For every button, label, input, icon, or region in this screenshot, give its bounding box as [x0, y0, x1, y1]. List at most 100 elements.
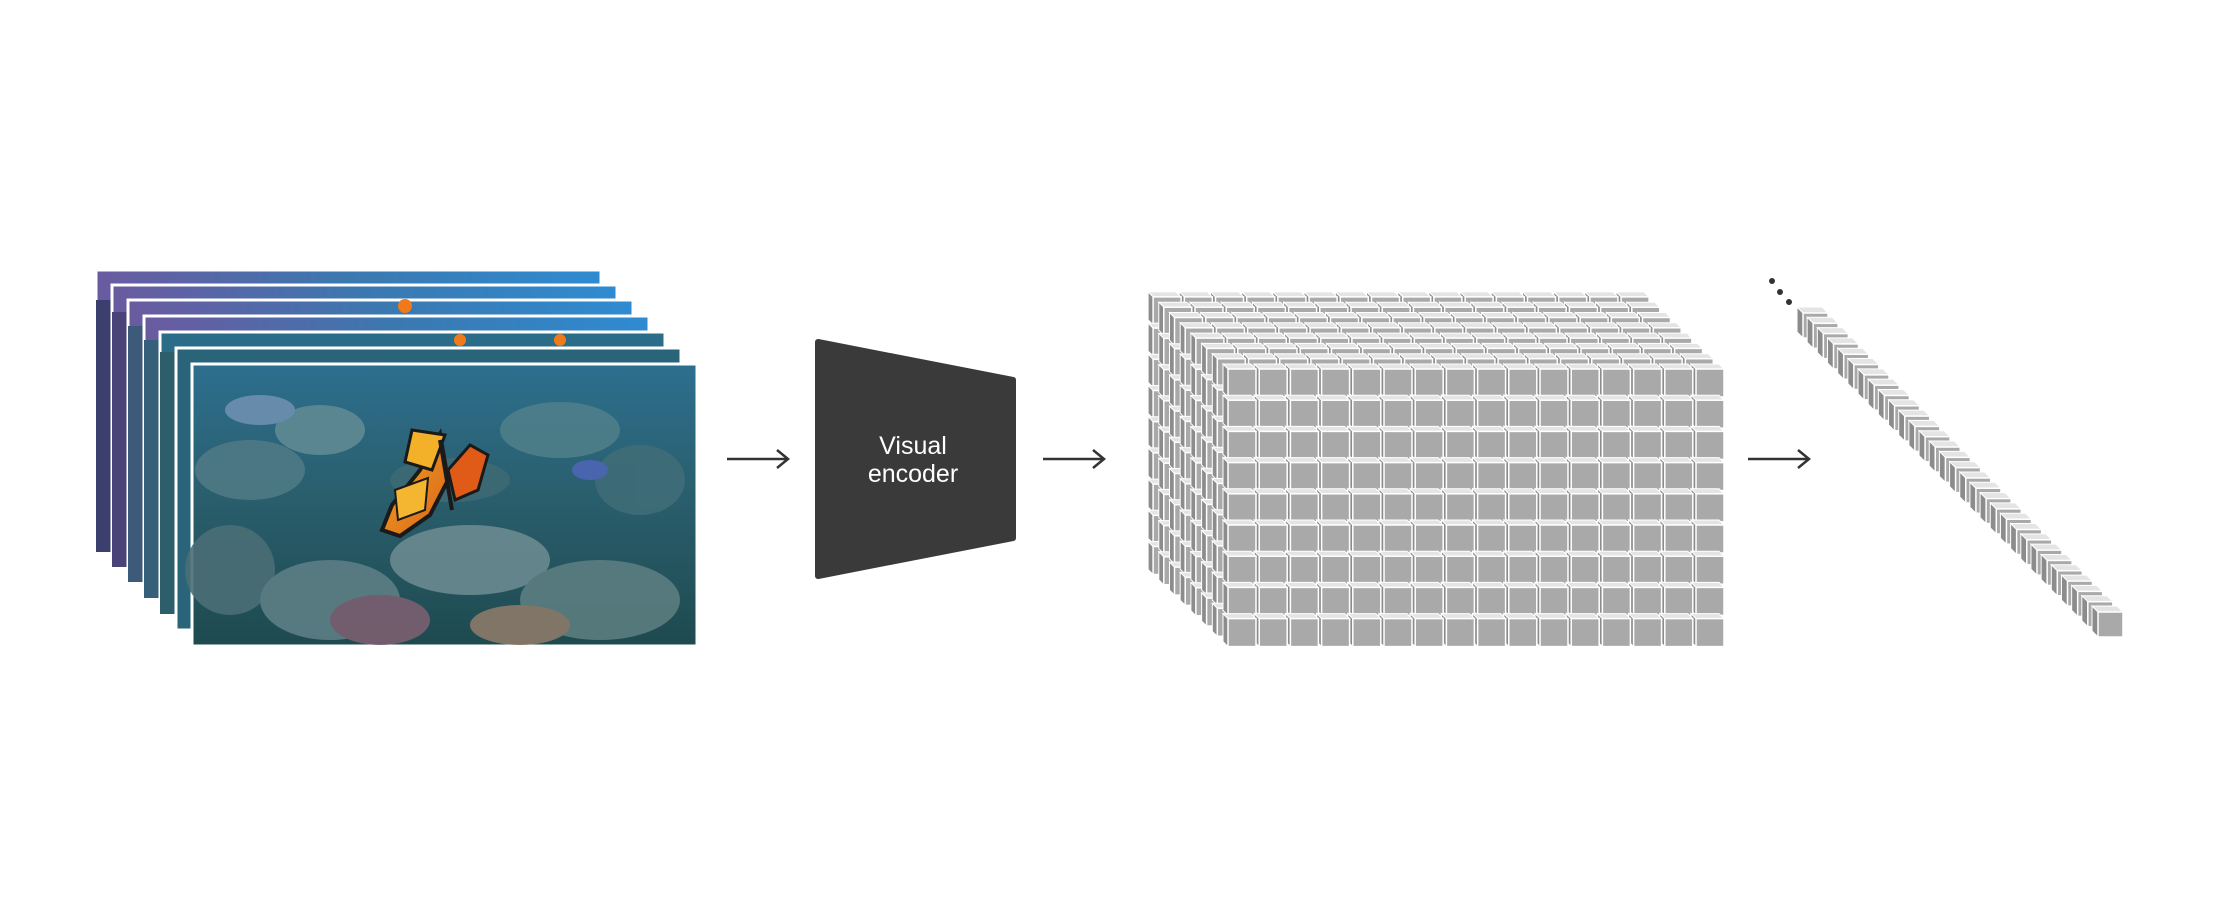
- visual-encoder-block: Visual encoder: [815, 339, 1016, 579]
- token-cube: [1377, 425, 1414, 461]
- butterfly-icon: [379, 428, 490, 539]
- token-cube: [1315, 487, 1351, 524]
- token-cube: [1533, 456, 1570, 492]
- token-cube: [1315, 518, 1351, 555]
- token-cube: [1315, 425, 1351, 461]
- token-cube: [1533, 581, 1570, 617]
- token-cube: [1689, 518, 1726, 555]
- token-cube: [1440, 425, 1476, 461]
- token-cube: [1627, 612, 1663, 648]
- token-cube: [1252, 612, 1289, 648]
- token-cube: [1377, 393, 1414, 430]
- token-cube: [1408, 612, 1445, 648]
- token-cube: [1471, 362, 1507, 399]
- coral-reef: [185, 395, 685, 645]
- token-cube: [1689, 581, 1726, 617]
- token-cube: [1596, 362, 1632, 399]
- token-cube: [1627, 549, 1663, 586]
- token-cube: [1346, 425, 1383, 461]
- token-cube: [1408, 362, 1445, 399]
- token-cube: [1408, 518, 1445, 555]
- token-cube: [1346, 393, 1383, 430]
- token-cube: [1658, 362, 1695, 399]
- fish-icon: [554, 334, 566, 346]
- token-cube: [1502, 487, 1539, 524]
- token-cube: [1627, 425, 1663, 461]
- token-cube: [1377, 612, 1414, 648]
- token-cube: [1346, 518, 1383, 555]
- token-cube: [1221, 549, 1258, 586]
- token-cube: [1377, 549, 1414, 586]
- token-cube: [1658, 518, 1695, 555]
- flattened-token-sequence: [1795, 305, 2125, 639]
- token-cube: [1315, 393, 1351, 430]
- token-cube: [1658, 612, 1695, 648]
- token-cube: [1252, 581, 1289, 617]
- token-cube: [1596, 425, 1632, 461]
- token-cube: [1284, 362, 1320, 399]
- encoder-label-line2: encoder: [868, 460, 958, 488]
- token-cube: [1658, 425, 1695, 461]
- token-cube: [1346, 456, 1383, 492]
- token-cube: [1689, 612, 1726, 648]
- token-cube: [1471, 549, 1507, 586]
- token-cube: [1596, 581, 1632, 617]
- token-cube: [1658, 456, 1695, 492]
- token-cube: [1252, 393, 1289, 430]
- token-cube: [1408, 425, 1445, 461]
- token-cube: [1533, 362, 1570, 399]
- token-cube: [1346, 487, 1383, 524]
- token-cube: [1689, 549, 1726, 586]
- token-cube: [1284, 487, 1320, 524]
- token-cube: [1471, 425, 1507, 461]
- token-cube: [1408, 393, 1445, 430]
- token-cube: [1221, 518, 1258, 555]
- token-cube: [1564, 425, 1601, 461]
- token-cube: [1440, 393, 1476, 430]
- token-cube: [1346, 581, 1383, 617]
- arrow-right-icon: [727, 449, 790, 469]
- token-cube: [1284, 549, 1320, 586]
- token-cube: [1564, 362, 1601, 399]
- token-cube: [1502, 518, 1539, 555]
- token-cube: [1689, 487, 1726, 524]
- token-cube: [1658, 487, 1695, 524]
- token-cube: [1502, 581, 1539, 617]
- token-cube: [1377, 456, 1414, 492]
- encoder-label-line1: Visual: [879, 432, 947, 460]
- token-cube: [1627, 487, 1663, 524]
- token-cube: [1221, 581, 1258, 617]
- token-cube: [1502, 393, 1539, 430]
- token-cube: [1502, 456, 1539, 492]
- token-cube: [1440, 518, 1476, 555]
- token-cube: [1689, 425, 1726, 461]
- video-frame-front: [185, 362, 699, 648]
- arrow-right-icon: [1748, 449, 1811, 469]
- token-cube: [1221, 487, 1258, 524]
- token-cube: [1284, 581, 1320, 617]
- token-cube: [1346, 549, 1383, 586]
- token-cube: [1377, 518, 1414, 555]
- token-cube: [1252, 362, 1289, 399]
- token-cube: [1377, 362, 1414, 399]
- token-cube: [1315, 612, 1351, 648]
- token-cube: [1346, 612, 1383, 648]
- token-cube: [1377, 581, 1414, 617]
- token-cube: [1533, 487, 1570, 524]
- token-cube: [1252, 456, 1289, 492]
- token-cube: [1689, 362, 1726, 399]
- token-cube: [1689, 393, 1726, 430]
- token-cube: [1533, 518, 1570, 555]
- token-cube: [1533, 612, 1570, 648]
- token-cube: [1346, 362, 1383, 399]
- token-cube: [1596, 549, 1632, 586]
- token-cube: [1533, 393, 1570, 430]
- token-cube: [1315, 362, 1351, 399]
- token-cube: [1315, 456, 1351, 492]
- fish-icon: [398, 299, 412, 313]
- token-cube: [1221, 456, 1258, 492]
- token-cube: [1252, 487, 1289, 524]
- token-cube: [1471, 581, 1507, 617]
- video-frames-stack: [94, 268, 699, 648]
- token-cube: [1471, 518, 1507, 555]
